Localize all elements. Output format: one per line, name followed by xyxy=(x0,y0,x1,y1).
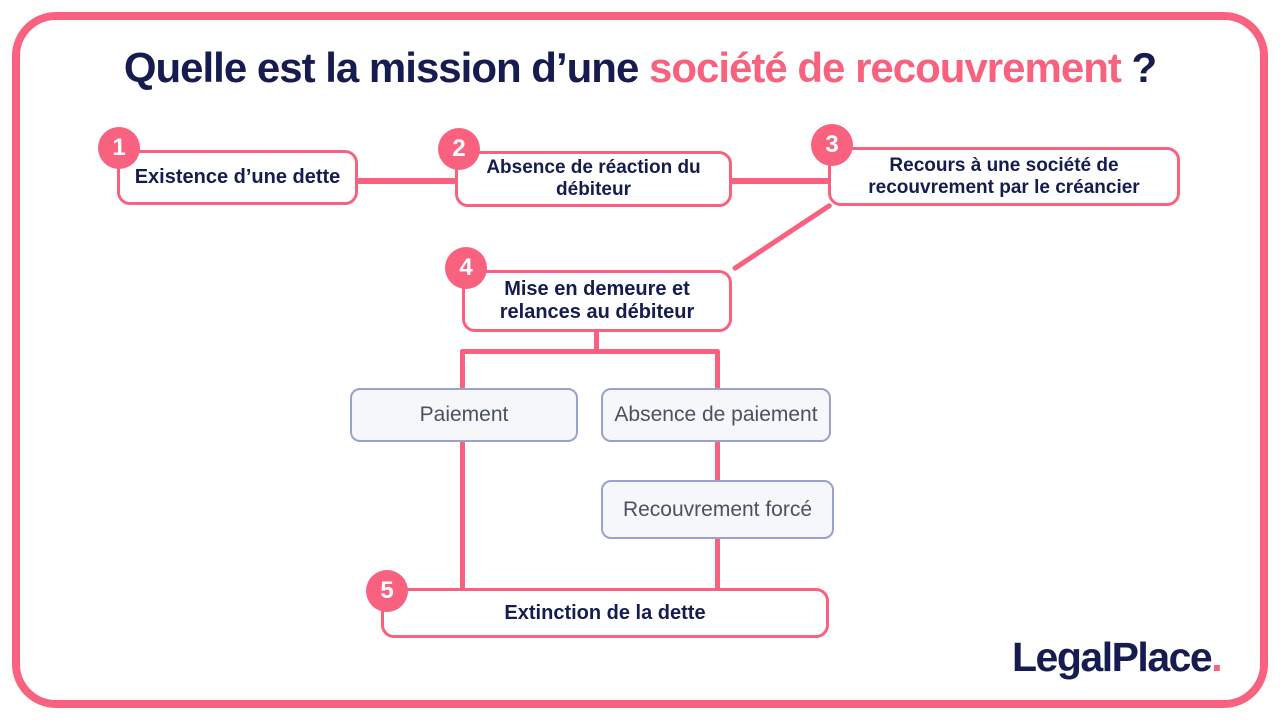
outcome-box-paiement: Paiement xyxy=(350,388,578,442)
step-number-badge-4: 4 xyxy=(445,247,487,289)
step-number-badge-2: 2 xyxy=(438,128,480,170)
title-part-navy: Quelle est la mission d’une xyxy=(123,44,649,91)
outcome-box-absence-paiement: Absence de paiement xyxy=(601,388,831,442)
step-box-mise-en-demeure: Mise en demeure et relances au débiteur xyxy=(462,270,732,332)
connector-step1-step2 xyxy=(356,178,457,184)
step-box-recours-societe: Recours à une société de recouvrement pa… xyxy=(828,147,1180,206)
outcome-box-recouvrement-force: Recouvrement forcé xyxy=(601,480,834,539)
step-box-extinction-dette: Extinction de la dette xyxy=(381,588,829,638)
connector-branch-right xyxy=(715,349,720,390)
step-number-badge-1: 1 xyxy=(98,127,140,169)
step-box-absence-reaction: Absence de réaction du débiteur xyxy=(455,151,732,207)
connector-force-step5 xyxy=(715,537,720,590)
connector-paiement-step5 xyxy=(460,440,465,590)
step-number-badge-3: 3 xyxy=(811,124,853,166)
connector-step4-stem xyxy=(594,330,599,353)
title-question-mark: ? xyxy=(1120,44,1158,91)
connector-step2-step3 xyxy=(730,178,830,184)
logo-dot: . xyxy=(1211,634,1222,680)
connector-branch-left xyxy=(460,349,465,390)
page-title: Quelle est la mission d’une société de r… xyxy=(0,44,1280,92)
connector-step3-step4 xyxy=(731,202,833,272)
step-box-existence-dette: Existence d’une dette xyxy=(117,150,358,205)
step-number-badge-5: 5 xyxy=(366,570,408,612)
connector-branch-bar xyxy=(460,349,720,354)
legalplace-logo: LegalPlace. xyxy=(1012,634,1223,681)
connector-absence-force xyxy=(715,440,720,482)
title-part-pink: société de recouvrement xyxy=(648,44,1122,91)
logo-text: LegalPlace xyxy=(1012,634,1213,680)
